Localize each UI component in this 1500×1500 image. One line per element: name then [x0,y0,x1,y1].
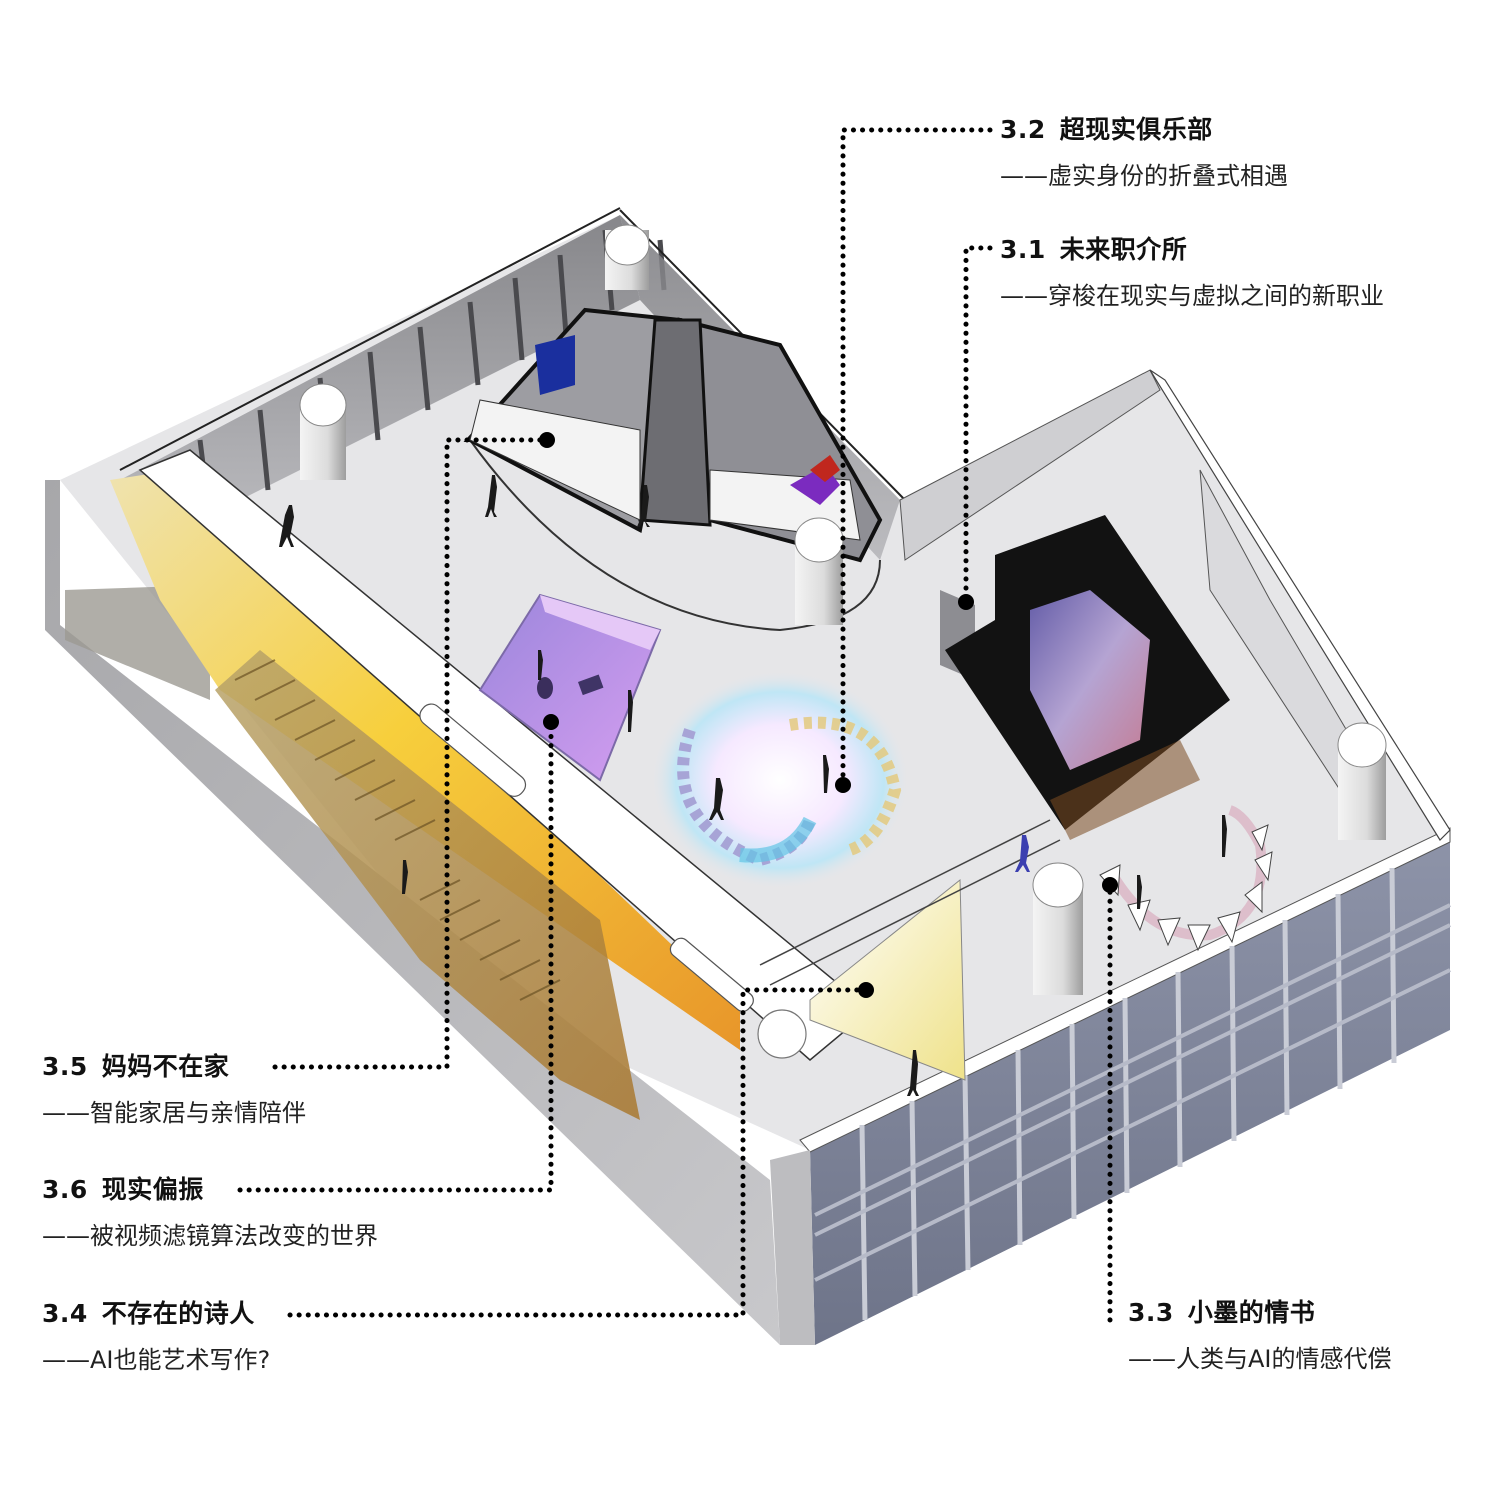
staircase [215,650,640,1120]
mirror-pavilion-spire [638,318,712,527]
callout-title: 未来职介所 [1059,235,1188,264]
leader-dot-3-2 [835,777,851,793]
callout-title: 不存在的诗人 [101,1299,255,1328]
callout-subtitle: ——穿梭在现实与虚拟之间的新职业 [1000,282,1384,310]
ne-wall [899,369,1161,561]
callout-subtitle: ——智能家居与亲情陪伴 [42,1099,306,1127]
leader-dot-3-3 [1102,877,1118,893]
people-silhouettes [279,475,1227,1096]
callout-number: 3.6 [42,1175,88,1204]
columns [299,224,1387,995]
purple-room-table [578,674,604,696]
facade-transoms [814,903,1451,1282]
leader-3-6 [237,719,554,1193]
red-chair [810,455,840,482]
callout-3-1: 3.1 未来职介所 ——穿梭在现实与虚拟之间的新职业 [1000,234,1384,312]
ne-wall-top-right [1149,369,1451,841]
callout-title: 现实偏振 [101,1175,204,1204]
callout-number: 3.5 [42,1052,88,1081]
callout-title: 超现实俱乐部 [1059,115,1213,144]
glass-curtain-wall [120,215,640,520]
leader-dot-3-5 [539,432,555,448]
callout-3-3: 3.3 小墨的情书 ——人类与AI的情感代偿 [1128,1297,1392,1375]
visitor-blue [1015,835,1030,872]
stair-light-wall [110,470,740,1050]
rainbow-ring-right [789,716,902,856]
job-agency-shelves [1050,740,1200,840]
callout-subtitle: ——虚实身份的折叠式相遇 [1000,162,1288,190]
leader-dot-3-1 [958,594,974,610]
callout-3-4: 3.4 不存在的诗人 ——AI也能艺术写作? [42,1298,270,1376]
callout-3-2: 3.2 超现实俱乐部 ——虚实身份的折叠式相遇 [1000,114,1288,192]
rainbow-blue-segment [739,816,817,863]
wall-opening-2 [669,937,754,1012]
purple-room-stool [537,677,553,699]
facade-se [810,840,1450,1345]
leader-3-4 [287,987,868,1318]
pavilion-floor-left [469,399,641,521]
leader-dot-3-6 [543,714,559,730]
leader-dot-3-4 [858,982,874,998]
blue-panel [535,335,575,395]
stair-treads [234,659,561,1001]
callout-title: 妈妈不在家 [101,1052,230,1081]
leader-3-5 [272,437,548,1070]
facade-mullions [859,867,1397,1321]
poet-triangle-wall [809,878,966,1081]
leader-lines [237,127,1113,1323]
callout-subtitle: ——AI也能艺术写作? [42,1346,271,1374]
leader-3-2 [840,127,993,785]
callout-number: 3.4 [42,1299,88,1328]
callout-title: 小墨的情书 [1187,1298,1316,1327]
leader-3-1 [963,245,993,603]
callout-number: 3.1 [1000,235,1046,264]
callout-subtitle: ——人类与AI的情感代偿 [1128,1345,1392,1373]
callout-3-6: 3.6 现实偏振 ——被视频滤镜算法改变的世界 [42,1174,378,1252]
corner-end-wall [770,1150,815,1345]
callout-number: 3.2 [1000,115,1046,144]
callout-subtitle: ——被视频滤镜算法改变的世界 [42,1222,378,1250]
rainbow-ring-left [677,728,816,867]
column-top [757,1009,807,1059]
callout-3-5: 3.5 妈妈不在家 ——智能家居与亲情陪伴 [42,1051,306,1129]
leader-dots [539,432,1118,998]
callout-number: 3.3 [1128,1298,1174,1327]
purple-room-rim [540,595,660,650]
job-agency-cube [1030,590,1150,770]
love-letter-ring [1105,805,1267,941]
club-floor-arc [469,439,881,632]
